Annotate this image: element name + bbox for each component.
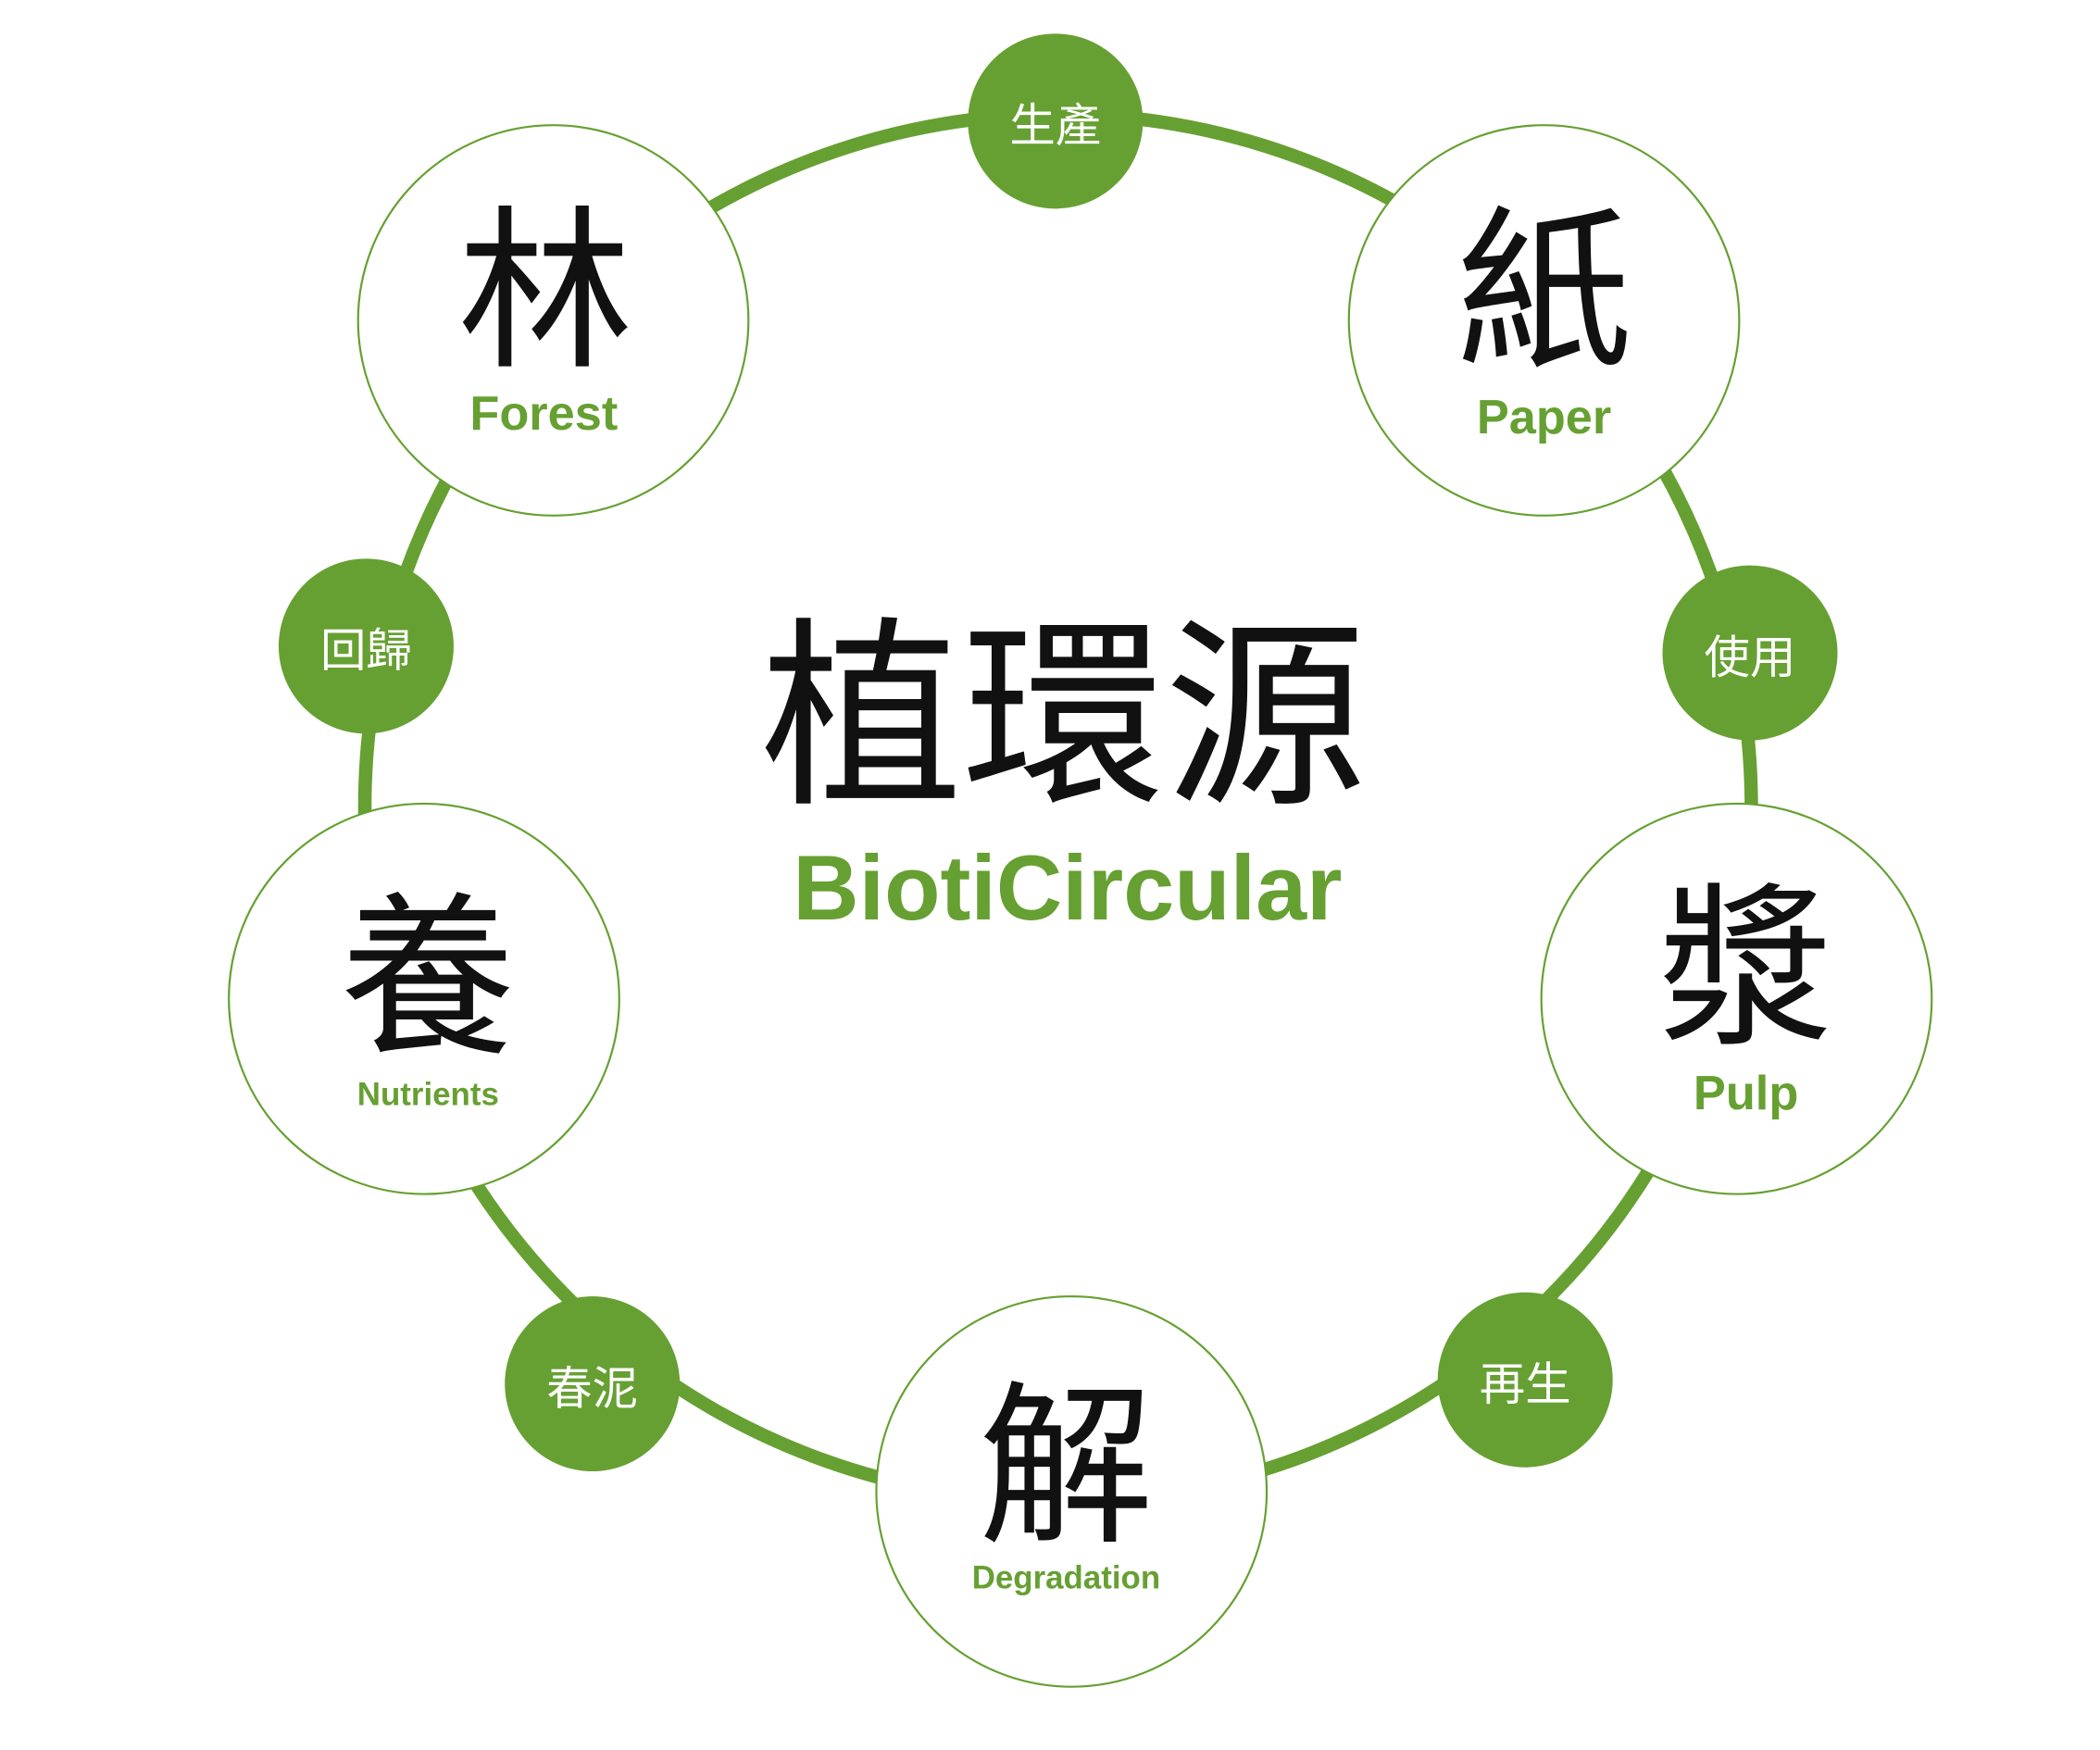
svg-text:使用: 使用 [1705,631,1796,684]
center-subtitle: BiotiCircular [793,837,1342,939]
stage-label: Degradation [972,1560,1160,1596]
center-title: 植環源 [760,601,1366,835]
stage-char: 養 [341,877,516,1081]
stage-char: 解 [979,1366,1154,1569]
transition-return: 回歸 [278,558,454,734]
transition-use: 使用 [1662,565,1838,741]
stage-label: Forest [469,387,618,441]
stage-nutrients: 養 Nutrients [228,802,620,1195]
stage-label: Nutrients [357,1077,499,1113]
stage-pulp: 漿 Pulp [1540,802,1933,1195]
transition-spring-mud: 春泥 [505,1296,681,1472]
svg-text:再生: 再生 [1480,1357,1571,1411]
stage-char: 林 [457,191,632,394]
stage-char: 紙 [1456,191,1631,394]
stage-degradation: 解 Degradation [875,1294,1269,1688]
svg-text:回歸: 回歸 [320,624,412,678]
stage-label: Paper [1477,391,1611,444]
transition-regeneration: 再生 [1437,1292,1613,1468]
stage-forest: 林 Forest [356,124,750,517]
stage-char: 漿 [1658,868,1833,1071]
stage-label: Pulp [1694,1067,1798,1120]
stage-paper: 紙 Paper [1347,124,1741,517]
svg-text:春泥: 春泥 [546,1361,638,1415]
svg-text:生產: 生產 [1009,99,1101,153]
transition-production: 生產 [968,33,1144,209]
